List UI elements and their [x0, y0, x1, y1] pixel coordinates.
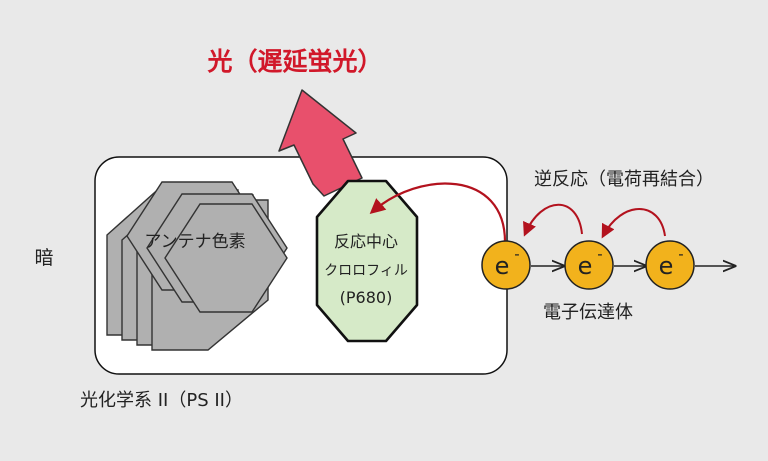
electron-carrier-3: e -	[645, 240, 695, 290]
recombination-arrow-1	[523, 203, 583, 237]
recombination-arrow-2	[601, 208, 666, 239]
electron-carrier-1: e -	[481, 240, 531, 290]
antenna-pigment-stack	[106, 181, 288, 351]
dark-label: 暗	[34, 247, 53, 269]
reaction-center-label-line3: (P680)	[340, 288, 393, 307]
electron-symbol: e	[578, 252, 593, 280]
photosystem-label: 光化学系 II（PS II）	[80, 390, 243, 411]
reaction-center-label-line2: クロロフィル	[324, 263, 408, 279]
electron-carrier-label: 電子伝達体	[543, 302, 633, 323]
back-reaction-label: 逆反応（電荷再結合）	[534, 169, 714, 190]
electron-charge: -	[514, 245, 519, 263]
electron-charge: -	[678, 245, 683, 263]
light-emission-arrow	[278, 89, 363, 197]
electron-carrier-2: e -	[564, 240, 614, 290]
electron-charge: -	[597, 245, 602, 263]
electron-symbol: e	[659, 252, 674, 280]
antenna-pigment-label: アンテナ色素	[144, 232, 245, 252]
reaction-center-label-line1: 反応中心	[334, 232, 398, 251]
fluorescence-title: 光（遅延蛍光）	[206, 47, 382, 76]
recombination-arrow-to-reaction-center	[369, 182, 507, 243]
reaction-center-hexagon	[315, 179, 419, 343]
electron-symbol: e	[495, 252, 510, 280]
